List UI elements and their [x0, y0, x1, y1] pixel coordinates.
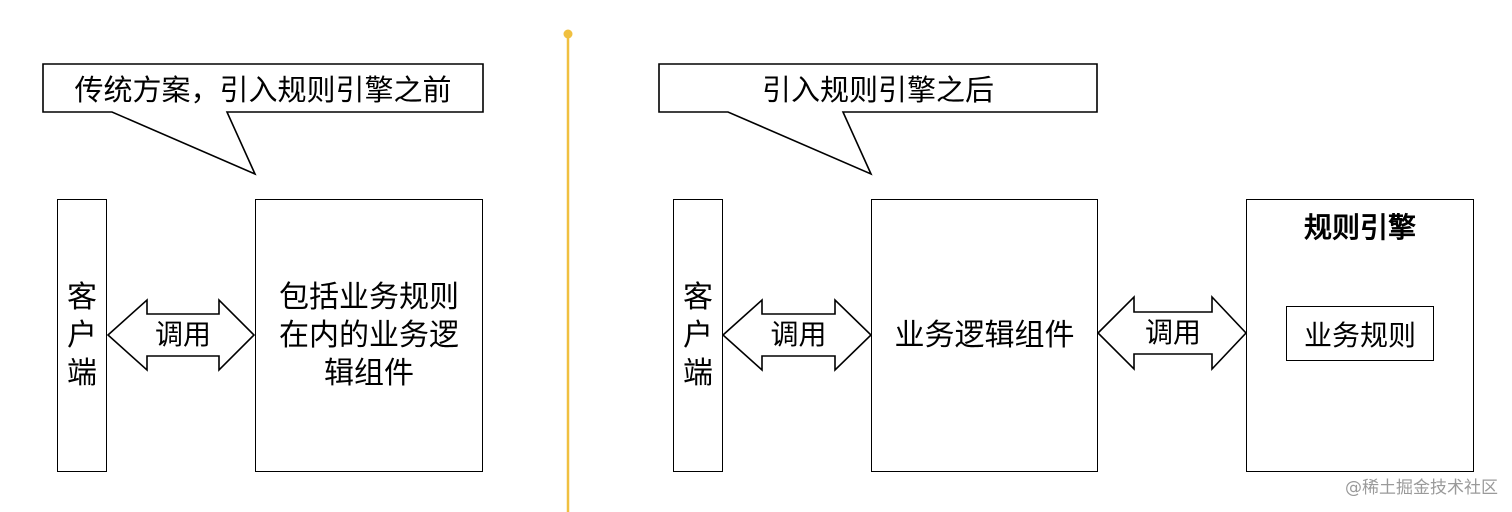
rule-engine-box: 规则引擎 业务规则 — [1246, 199, 1474, 472]
left-component-line-3: 辑组件 — [324, 355, 414, 391]
left-component-line-2: 在内的业务逻 — [279, 317, 459, 353]
right-component-label: 业务逻辑组件 — [894, 317, 1075, 353]
left-callout-text: 传统方案，引入规则引擎之前 — [74, 73, 452, 107]
left-client-box: 客 户 端 — [57, 199, 107, 472]
rule-engine-title: 规则引擎 — [1303, 211, 1416, 244]
business-rules-box: 业务规则 — [1286, 306, 1434, 361]
left-callout-shape — [42, 63, 484, 176]
right-client-box: 客 户 端 — [673, 199, 723, 472]
right-component-box: 业务逻辑组件 — [871, 199, 1098, 472]
right-arrow-1-label: 调用 — [770, 318, 827, 351]
left-client-char-3: 端 — [67, 355, 97, 391]
right-client-char-1: 客 — [683, 279, 713, 315]
right-arrow-2-label: 调用 — [1144, 316, 1201, 349]
right-callout-shape — [658, 63, 1098, 176]
left-arrow-label: 调用 — [154, 318, 211, 351]
left-component-line-1: 包括业务规则 — [279, 279, 459, 315]
divider-dot — [563, 29, 573, 39]
business-rules-label: 业务规则 — [1303, 318, 1416, 352]
right-callout-text: 引入规则引擎之后 — [761, 73, 994, 107]
right-client-char-3: 端 — [683, 355, 713, 391]
left-client-char-2: 户 — [67, 317, 97, 353]
left-component-box: 包括业务规则 在内的业务逻 辑组件 — [255, 199, 483, 472]
right-client-char-2: 户 — [683, 317, 713, 353]
left-client-char-1: 客 — [67, 279, 97, 315]
watermark-text: @稀土掘金技术社区 — [1345, 478, 1498, 498]
left-double-arrow — [106, 298, 256, 372]
